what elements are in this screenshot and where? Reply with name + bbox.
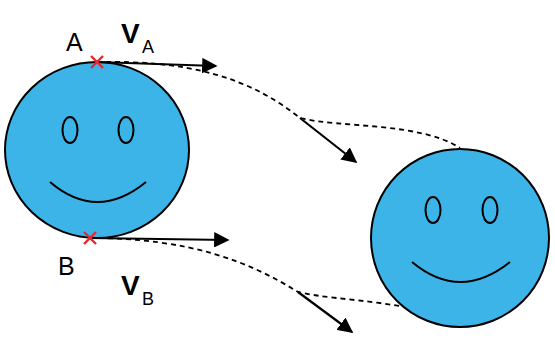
velocity-arrow [97, 62, 216, 66]
velocity-subscript: B [142, 290, 154, 308]
velocity-arrow [90, 238, 228, 240]
point-label: A [66, 30, 83, 55]
velocity-arrow [298, 292, 352, 332]
point-marker [91, 56, 103, 68]
velocity-label: V [121, 272, 140, 300]
smiley-face [5, 62, 189, 238]
smiley-face [371, 149, 549, 327]
velocity-arrow [300, 118, 356, 162]
velocity-label: V [121, 20, 140, 48]
point-label: B [58, 254, 75, 279]
point-marker [84, 232, 96, 244]
velocity-subscript: A [142, 38, 154, 56]
